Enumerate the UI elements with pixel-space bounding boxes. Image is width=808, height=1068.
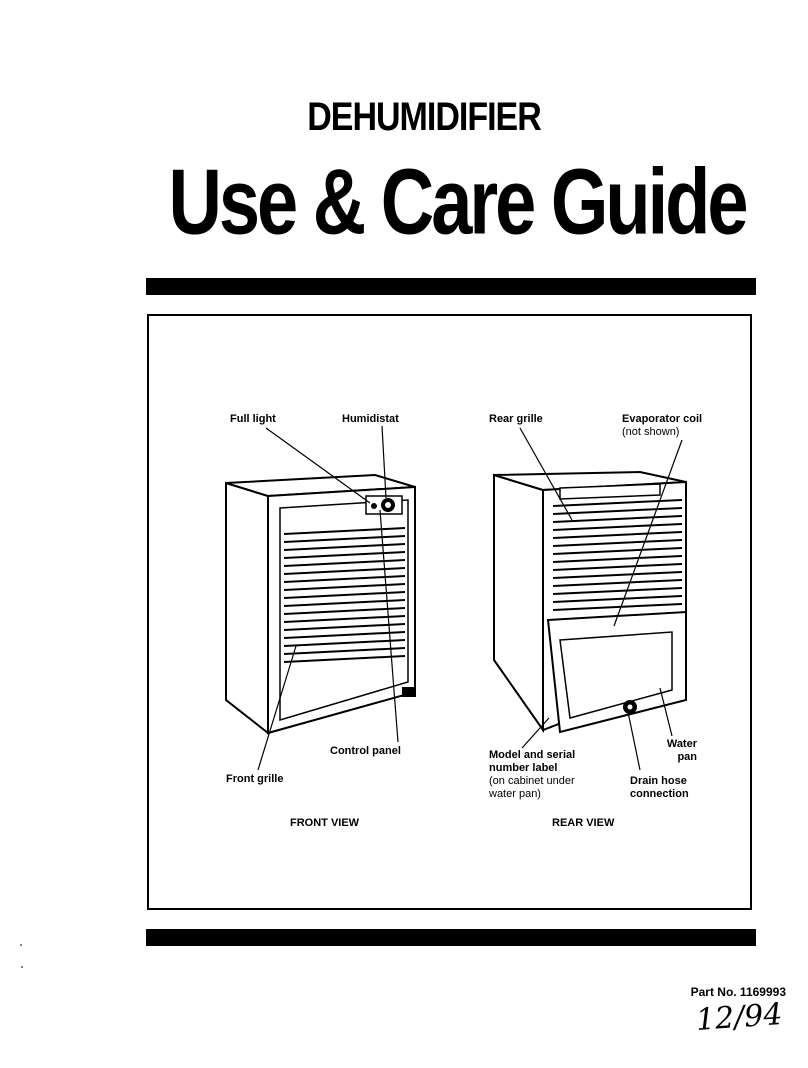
caption-rear-view: REAR VIEW [552, 817, 615, 829]
front-view-drawing [225, 473, 416, 736]
guide-title: Use & Care Guide [168, 149, 748, 254]
bottom-divider-bar [146, 929, 756, 946]
top-divider-bar [146, 278, 756, 295]
label-drain-hose-line1: Drain hose [630, 775, 687, 787]
label-model-serial-line4: water pan) [489, 788, 541, 800]
label-control-panel: Control panel [330, 745, 401, 757]
label-water-pan-line1: Water [666, 738, 697, 750]
scan-speck [21, 966, 23, 968]
part-number: Part No. 1169993 [690, 985, 786, 999]
rear-grille-louvers [552, 499, 683, 611]
label-evaporator-coil: Evaporator coil [622, 413, 703, 425]
front-grille-louvers [283, 527, 406, 663]
label-model-serial-line3: (on cabinet under [489, 775, 575, 787]
label-rear-grille: Rear grille [489, 413, 543, 425]
handwritten-date: 12/94 [694, 997, 784, 1038]
rear-leader-lines [519, 427, 683, 771]
rear-view-drawing [493, 470, 687, 734]
label-humidistat: Humidistat [342, 413, 399, 425]
label-evaporator-coil-note: (not shown) [622, 426, 680, 438]
label-model-serial-line2: number label [489, 762, 558, 774]
label-drain-hose-line2: connection [630, 788, 689, 800]
label-model-serial-line1: Model and serial [489, 749, 576, 761]
product-category-heading: DEHUMIDIFIER [307, 94, 542, 140]
caption-front-view: FRONT VIEW [290, 817, 360, 829]
illustration-frame [147, 314, 752, 910]
label-front-grille: Front grille [226, 773, 284, 785]
label-water-pan-line2: pan [677, 751, 697, 763]
front-leader-lines [257, 425, 399, 771]
scan-speck [20, 944, 22, 946]
label-full-light: Full light [230, 413, 276, 425]
